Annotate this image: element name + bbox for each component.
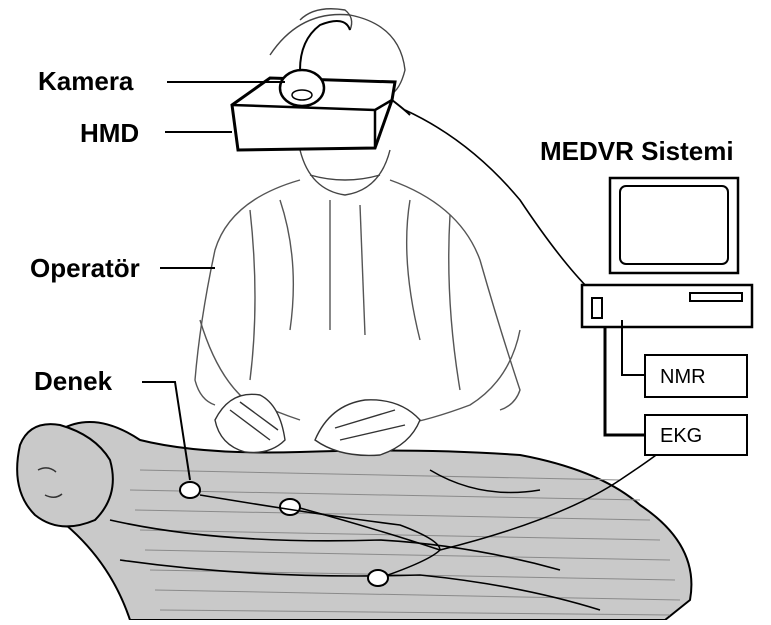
hmd-label: HMD	[80, 120, 139, 146]
nmr-label: NMR	[660, 367, 706, 387]
ekg-label: EKG	[660, 426, 702, 446]
hmd-device	[232, 21, 590, 290]
cpu-unit	[582, 285, 752, 327]
operator-label: Operatör	[30, 255, 140, 281]
operator-figure	[195, 9, 520, 456]
electrode-1	[180, 482, 200, 498]
subject-label: Denek	[34, 368, 112, 394]
computer-system	[582, 178, 752, 455]
electrode-2	[280, 499, 300, 515]
electrode-3	[368, 570, 388, 586]
camera-label: Kamera	[38, 68, 133, 94]
system-label: MEDVR Sistemi	[540, 138, 734, 164]
